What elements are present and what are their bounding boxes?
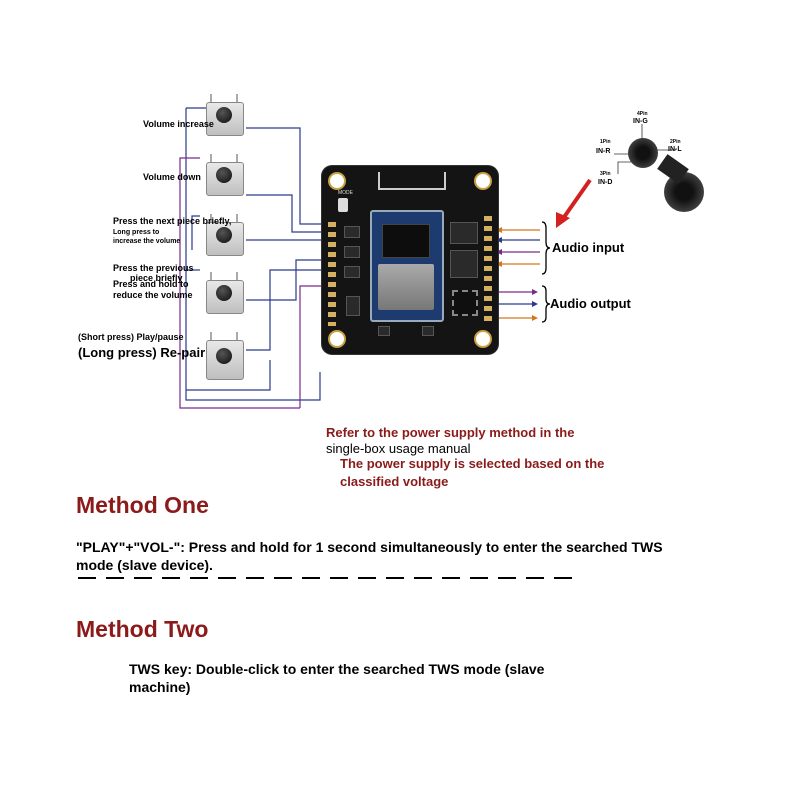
red-arrow xyxy=(560,178,592,222)
previous-label-line1: Press the previous xyxy=(113,263,194,273)
audio-output-brace xyxy=(541,285,551,323)
wire xyxy=(186,360,271,391)
pin4-num: 4Pin xyxy=(637,111,648,117)
next-label-line1: Press the next piece briefly, xyxy=(113,216,232,226)
mount-hole xyxy=(474,172,492,190)
pin1-label: IN-R xyxy=(596,148,611,155)
method-one-text-line2: mode (slave device). xyxy=(76,557,213,573)
bluetooth-module xyxy=(370,210,444,322)
bt-chip xyxy=(382,224,430,258)
wire xyxy=(179,157,300,409)
pin1-num: 1Pin xyxy=(600,139,611,145)
mount-hole xyxy=(328,172,346,190)
pin2-num: 2Pin xyxy=(670,139,681,145)
power-note-line3: The power supply is selected based on th… xyxy=(340,456,605,471)
mount-hole xyxy=(328,330,346,348)
audio-jack xyxy=(628,138,658,168)
previous-label-line3: Press and hold to xyxy=(113,279,189,289)
mode-label: MODE xyxy=(338,190,353,196)
pin2-label: IN-L xyxy=(668,146,682,153)
method-one-text-line1: "PLAY"+"VOL-": Press and hold for 1 seco… xyxy=(76,539,663,555)
volume-down-button xyxy=(204,154,244,196)
volume-up-label: Volume increase xyxy=(143,119,214,129)
next-label-line2: Long press to xyxy=(113,229,160,236)
power-note-line1: Refer to the power supply method in the xyxy=(326,425,575,440)
wire xyxy=(246,194,330,233)
play-pause-label-long: (Long press) Re-pair xyxy=(78,345,206,360)
wire xyxy=(246,127,330,225)
wire xyxy=(299,285,330,408)
arrowhead xyxy=(532,301,538,307)
arrowhead xyxy=(496,249,502,255)
method-two-text-line2: machine) xyxy=(129,679,191,695)
power-note-line4: classified voltage xyxy=(340,474,449,489)
pin4-label: IN-G xyxy=(633,118,648,125)
arrowhead xyxy=(496,237,502,243)
right-header xyxy=(484,216,492,326)
previous-button xyxy=(204,272,244,314)
audio-input-label: Audio input xyxy=(552,240,625,255)
volume-up-button xyxy=(204,94,244,136)
power-note-line2: single-box usage manual xyxy=(326,441,471,456)
red-arrowhead xyxy=(556,212,570,228)
pin3-label: IN-D xyxy=(598,179,613,186)
arrowhead xyxy=(496,261,502,267)
play-pause-label-short: (Short press) Play/pause xyxy=(78,332,184,342)
arrowhead xyxy=(532,289,538,295)
mount-hole xyxy=(474,330,492,348)
method-one-title: Method One xyxy=(76,492,209,518)
wire xyxy=(246,259,330,301)
amp-chip xyxy=(452,290,478,316)
next-button xyxy=(204,214,244,256)
pcb-antenna xyxy=(378,172,446,190)
method-two-title: Method Two xyxy=(76,616,209,642)
bluetooth-board: MODE xyxy=(322,166,498,354)
mode-switch xyxy=(338,198,348,212)
wire xyxy=(191,215,200,250)
method-two-text-line1: TWS key: Double-click to enter the searc… xyxy=(129,661,545,677)
audio-output-label: Audio output xyxy=(550,296,631,311)
volume-down-label: Volume down xyxy=(143,172,201,182)
next-label-line3: increase the volume xyxy=(113,238,181,245)
rf-shield xyxy=(378,264,434,310)
wire xyxy=(246,269,330,351)
play-pause-button xyxy=(204,332,244,380)
wire xyxy=(185,107,321,401)
audio-input-brace xyxy=(541,221,551,275)
left-header xyxy=(328,222,336,326)
arrowhead xyxy=(532,315,538,321)
pin3-num: 3Pin xyxy=(600,171,611,177)
previous-label-line4: reduce the volume xyxy=(113,290,193,300)
previous-label-line2: piece briefly xyxy=(130,273,183,283)
arrowhead xyxy=(496,227,502,233)
